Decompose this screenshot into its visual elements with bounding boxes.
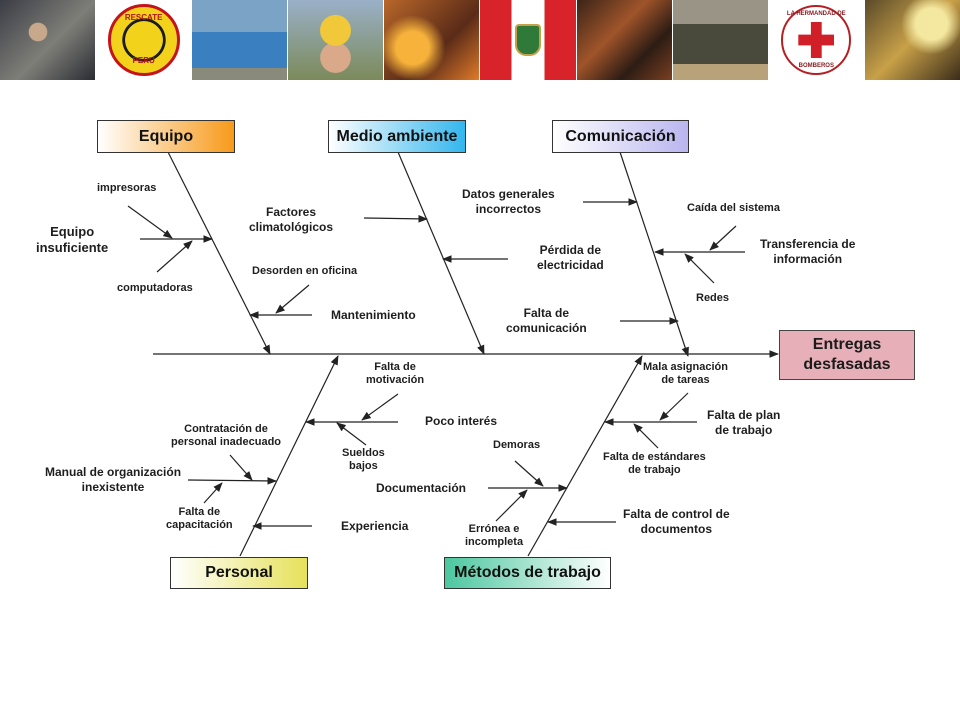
cause-perdida-electricidad: Pérdida de electricidad	[537, 243, 604, 272]
cause-falta-capacitacion: Falta de capacitación	[166, 506, 233, 532]
arrow-motivacion	[361, 393, 399, 421]
cause-poco-interes: Poco interés	[425, 414, 498, 428]
cause-contratacion-personal: Contratación de personal inadecuado	[171, 423, 282, 449]
effect-line-1: Entregas	[812, 336, 882, 353]
category-medio-ambiente: Medio ambiente	[328, 120, 466, 153]
arrow-impresoras	[127, 205, 173, 239]
cause-falta-control-documentos: Falta de control de documentos	[623, 507, 730, 536]
arrow-contratacion	[229, 454, 253, 481]
cause-demoras: Demoras	[493, 439, 541, 451]
cause-redes: Redes	[696, 292, 730, 304]
cause-manual-organizacion: Manual de organización inexistente	[45, 465, 182, 494]
emblem-rescate-peru: RESCATE PERU	[96, 0, 193, 80]
arrow-capacitacion	[203, 482, 223, 504]
cause-falta-motivacion: Falta de motivación	[366, 361, 425, 387]
category-personal: Personal	[170, 557, 308, 589]
cause-sueldos-bajos: Sueldos bajos	[342, 447, 385, 473]
cause-desorden-oficina: Desorden en oficina	[252, 265, 358, 277]
emblem-la-hermandad: LA HERMANDAD DE BOMBEROS	[768, 0, 865, 80]
coat-of-arms-icon	[515, 24, 542, 56]
arrow-desorden	[275, 284, 310, 314]
arrow-computadoras	[156, 240, 193, 273]
category-equipo: Equipo	[97, 120, 235, 153]
category-comunicacion: Comunicación	[552, 120, 689, 153]
cause-datos-generales: Datos generales incorrectos	[462, 187, 555, 216]
cause-mala-asignacion: Mala asignación de tareas	[643, 361, 728, 387]
photo-peru-flag	[480, 0, 577, 80]
photo-firefighters-action	[864, 0, 960, 80]
effect-line-2: desfasadas	[803, 356, 891, 373]
arrow-asignacion	[659, 392, 689, 421]
cause-computadoras: computadoras	[117, 282, 193, 294]
bone-medio-ambiente	[397, 151, 485, 355]
arrow-caida	[709, 225, 737, 251]
cause-impresoras: impresoras	[97, 182, 157, 194]
cause-erronea-incompleta: Errónea e incompleta	[465, 523, 524, 549]
cause-falta-plan: Falta de plan de trabajo	[707, 408, 781, 437]
cause-mantenimiento: Mantenimiento	[331, 308, 416, 322]
cause-equipo-insuficiente: Equipo insuficiente	[36, 224, 109, 255]
cause-falta-estandares: Falta de estándares de trabajo	[603, 451, 706, 477]
cause-caida-sistema: Caída del sistema	[687, 202, 780, 214]
bone-equipo	[167, 151, 271, 355]
arrow-estandares	[633, 423, 659, 449]
photo-firefighter-helmet	[288, 0, 385, 80]
cause-documentacion: Documentación	[376, 481, 467, 495]
bone-metodos	[527, 355, 643, 557]
arrow-sueldos	[336, 422, 367, 446]
arrow-redes	[684, 253, 715, 284]
photo-fire-fighting	[384, 0, 481, 80]
arrow-factores	[363, 215, 428, 223]
bone-comunicacion	[619, 151, 689, 357]
photo-banner: RESCATE PERU LA HERMANDAD DE BOMBEROS	[0, 0, 960, 80]
cause-experiencia: Experiencia	[341, 519, 409, 533]
arrow-erronea	[495, 489, 528, 522]
cause-factores-climatologicos: Factores climatológicos	[249, 205, 334, 234]
arrow-manual	[187, 477, 277, 485]
cause-transferencia-informacion: Transferencia de información	[760, 237, 856, 266]
cause-falta-comunicacion: Falta de comunicación	[506, 306, 587, 335]
photo-emergency-scene	[576, 0, 673, 80]
category-metodos-de-trabajo: Métodos de trabajo	[444, 557, 611, 589]
hermandad-seal-icon: LA HERMANDAD DE BOMBEROS	[781, 5, 852, 75]
arrow-demoras	[514, 460, 544, 487]
rescate-emblem-icon: RESCATE PERU	[107, 4, 180, 76]
photo-brigade	[672, 0, 769, 80]
effect-box: Entregas desfasadas	[779, 330, 915, 380]
photo-protective-suits	[192, 0, 289, 80]
photo-firefighter-gear	[0, 0, 97, 80]
